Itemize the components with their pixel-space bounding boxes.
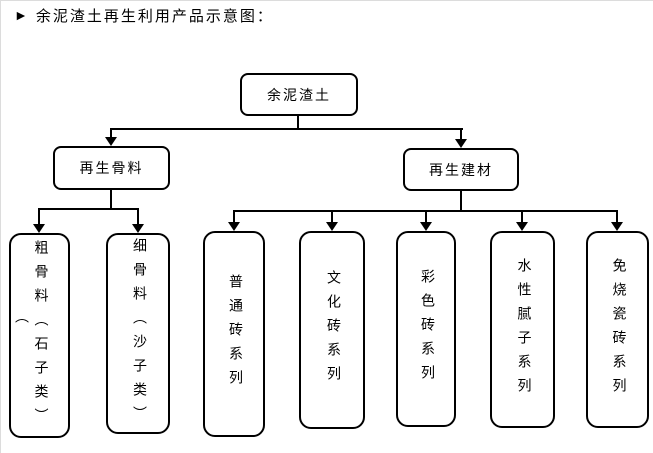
node-fine-aggregate: 细骨料（沙子类） [106,233,170,434]
node-recycled-building-material-label: 再生建材 [429,163,493,179]
connector-to-coarse [38,208,40,224]
overflow-paren: （ [13,309,28,323]
node-common-brick: 普通砖系列 [203,231,265,437]
node-recycled-aggregate-label: 再生骨料 [79,162,144,177]
node-water-putty: 水性腻子系列 [490,231,555,428]
node-fine-aggregate-label: 细骨料（沙子类） [131,237,146,430]
connector-to-aggregate [110,128,112,138]
connector-to-culture-brick [331,210,333,222]
node-colored-brick: 彩色砖系列 [396,231,456,427]
node-root: 余泥渣土 [240,73,358,116]
node-culture-brick: 文化砖系列 [299,231,365,429]
diagram-heading: ► 余泥渣土再生利用产品示意图： [14,7,274,27]
arrowhead-coarse-icon [33,224,45,233]
arrowhead-unfired-tile-icon [611,222,623,231]
node-unfired-ceramic-tile: 免烧瓷砖系列 [586,231,649,428]
connector-level2-hline [110,128,463,130]
connector-root-stub [297,114,299,130]
node-unfired-ceramic-tile-label: 免烧瓷砖系列 [610,257,626,402]
arrowhead-aggregate-icon [105,137,117,146]
triangle-bullet-icon: ► [14,9,28,24]
page-title: 余泥渣土再生利用产品示意图： [35,9,274,25]
node-colored-brick-label: 彩色砖系列 [419,269,434,389]
connector-aggregate-hline [38,208,139,210]
node-recycled-building-material: 再生建材 [403,148,519,191]
node-coarse-aggregate-label: 粗骨料（石子类） [32,239,48,432]
connector-to-unfired-tile [616,210,618,222]
node-water-putty-label: 水性腻子系列 [515,257,531,402]
arrowhead-colored-brick-icon [420,222,432,231]
arrowhead-common-brick-icon [228,222,240,231]
connector-to-colored-brick [425,210,427,222]
node-root-label: 余泥渣土 [267,88,331,104]
node-coarse-aggregate: （ 粗骨料（石子类） [9,233,70,438]
connector-to-water-putty [521,210,523,222]
arrowhead-culture-brick-icon [326,222,338,231]
arrowhead-building-material-icon [455,139,467,148]
connector-to-building-material [460,128,462,140]
connector-building-stub [460,189,462,212]
node-culture-brick-label: 文化砖系列 [325,270,340,390]
node-recycled-aggregate: 再生骨料 [53,146,170,190]
connector-aggregate-stub [110,188,112,210]
arrowhead-water-putty-icon [516,222,528,231]
connector-to-fine [137,208,139,224]
node-common-brick-label: 普通砖系列 [227,274,242,394]
arrowhead-fine-icon [132,224,144,233]
connector-to-common-brick [233,210,235,222]
